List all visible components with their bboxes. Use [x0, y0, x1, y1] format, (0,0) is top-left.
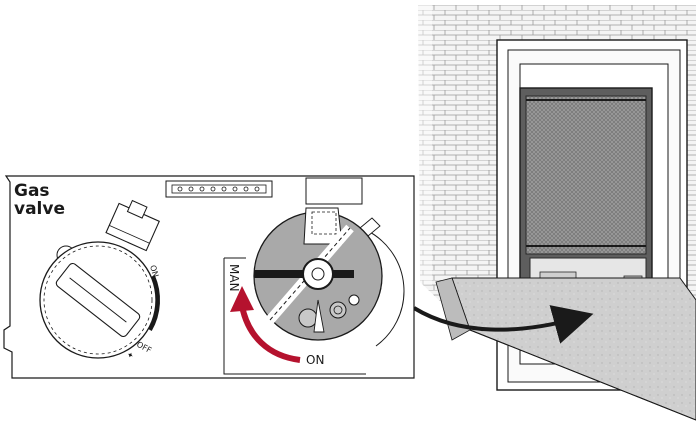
panel-title-line1: Gas	[14, 181, 50, 201]
hearth-stone	[435, 277, 696, 421]
control-knob-right: MAN ON	[223, 207, 405, 375]
left-knob-on-label: ON	[148, 264, 160, 278]
rotate-arrow	[239, 305, 301, 363]
panel-title-line2: valve	[14, 199, 65, 219]
right-knob-on-label: ON	[306, 353, 324, 367]
connector-strip	[165, 180, 273, 198]
rotate-arrowhead	[230, 286, 254, 312]
connector-arrow	[412, 305, 594, 344]
left-knob-pilot-label: ✦	[125, 350, 135, 361]
gas-valve-panel: Gas valve	[3, 175, 415, 379]
port-block	[305, 177, 363, 205]
fireplace-illustration	[418, 5, 696, 421]
control-knob-left: ON OFF ✦	[39, 199, 160, 361]
right-knob-man-label: MAN	[227, 264, 241, 292]
